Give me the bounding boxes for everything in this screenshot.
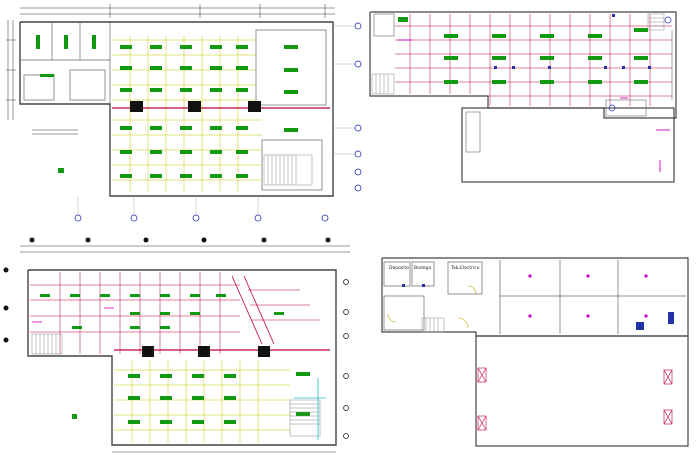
electrical-panels (477, 367, 673, 431)
room-label-tablero-electrico: Tab.Electrico (450, 265, 480, 271)
room-partitions (373, 13, 673, 153)
symbol-marker (72, 414, 77, 419)
cyan-ducts (294, 378, 326, 440)
structural-columns (130, 101, 261, 112)
spot-lights (494, 14, 651, 69)
grid-bubbles-right (343, 279, 349, 439)
fixtures (402, 284, 674, 330)
plan-bottom-right: Deposito Bodega Tab.Electrico (381, 257, 689, 447)
interior-walls (383, 260, 686, 334)
light-fixtures (36, 35, 298, 178)
room-label-bodega: Bodega (414, 265, 431, 271)
grid-bubble (664, 16, 672, 24)
risers (32, 307, 114, 323)
exterior-walls (369, 11, 677, 183)
plan-top-right (369, 11, 677, 183)
light-fixtures (398, 17, 648, 84)
ceiling-grid-yellow (114, 360, 290, 443)
stair (263, 154, 313, 186)
grid-bubbles (74, 22, 362, 222)
legend-lines (32, 129, 78, 135)
grid-bubbles-top (29, 237, 331, 243)
diagonal-wall (231, 275, 275, 345)
room-label-deposito: Deposito (389, 265, 409, 271)
stair (31, 333, 321, 437)
dimension-lines-top (20, 4, 335, 18)
door-swings (387, 285, 477, 329)
ceiling-grid-red (395, 14, 672, 106)
light-fixtures (40, 294, 310, 424)
grid-bubbles-left (3, 267, 9, 343)
dimension-lines-left (6, 20, 16, 120)
symbol-marker (58, 168, 64, 173)
light-points (528, 274, 648, 318)
exterior-walls (27, 269, 337, 446)
exterior-walls (19, 21, 334, 197)
grid-axis-lines (77, 25, 355, 215)
exterior-walls (381, 257, 689, 447)
plan-bottom-left (3, 237, 350, 453)
ceiling-grid-yellow (112, 36, 262, 192)
risers (398, 39, 670, 172)
grid-bubble (608, 104, 616, 112)
stair (371, 13, 665, 95)
stair (421, 317, 445, 333)
structural-columns (142, 346, 270, 357)
dimension-lines-top (20, 245, 350, 253)
plan-top-left (6, 4, 362, 222)
